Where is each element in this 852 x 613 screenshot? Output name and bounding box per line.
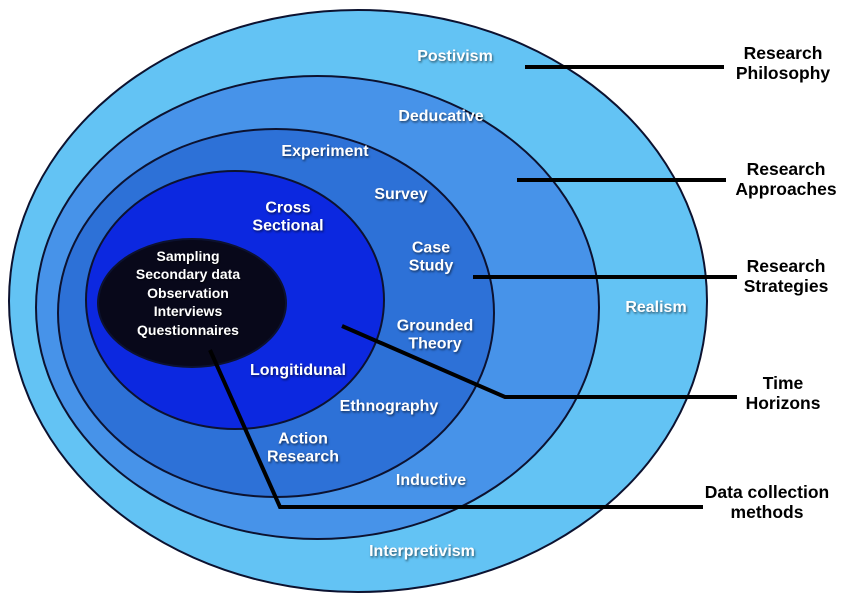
category-label-data-collection-methods: Data collection methods [704, 482, 830, 522]
ring-item-realism: Realism [625, 298, 687, 316]
category-label-time-horizons: Time Horizons [745, 373, 821, 413]
ring-item-ethnography: Ethnography [339, 397, 439, 415]
ring-item-case-study: Case Study [408, 239, 454, 275]
ring-item-cross-sectional: Cross Sectional [252, 199, 324, 235]
ring-item-grounded-theory: Grounded Theory [396, 317, 474, 353]
category-label-research-approaches: Research Approaches [735, 159, 837, 199]
ring-item-action-research: Action Research [266, 430, 340, 466]
ring-item-interpretivism: Interpretivism [369, 542, 475, 560]
method-observation: Observation [147, 284, 229, 301]
data-collection-methods-list: Sampling Secondary data Observation Inte… [98, 247, 278, 339]
ring-item-longitidunal: Longitidunal [250, 361, 346, 379]
ring-item-postivism: Postivism [417, 47, 493, 65]
ring-item-inductive: Inductive [395, 471, 467, 489]
ring-data-collection [97, 238, 287, 368]
ring-item-survey: Survey [374, 185, 428, 203]
category-label-research-philosophy: Research Philosophy [735, 43, 831, 83]
method-sampling: Sampling [156, 247, 220, 264]
method-secondary-data: Secondary data [135, 266, 241, 283]
method-questionnaires: Questionnaires [137, 321, 239, 338]
category-label-research-strategies: Research Strategies [743, 256, 829, 296]
ring-item-experiment: Experiment [281, 142, 369, 160]
ring-item-deducative: Deducative [398, 107, 484, 125]
method-interviews: Interviews [153, 303, 223, 320]
